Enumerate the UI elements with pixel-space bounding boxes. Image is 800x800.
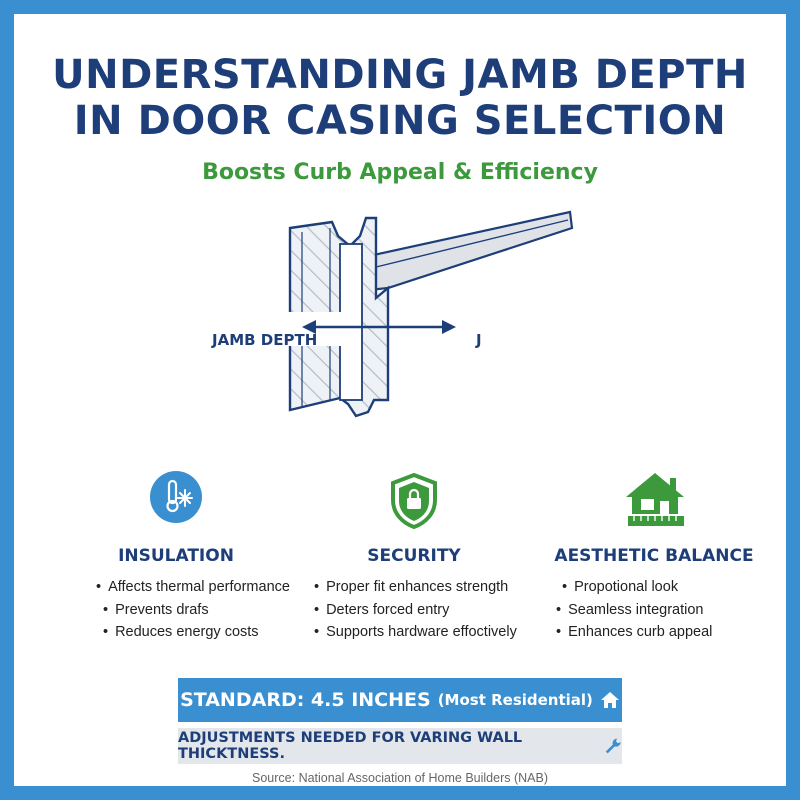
feature-bullets: Proper fit enhances strength Deters forc… bbox=[314, 576, 517, 644]
source-citation: Source: National Association of Home Bui… bbox=[252, 771, 548, 785]
feature-title: SECURITY bbox=[367, 546, 461, 566]
shield-lock-icon bbox=[391, 472, 437, 530]
home-icon bbox=[600, 692, 619, 708]
bullet-item: Proper fit enhances strength bbox=[314, 576, 517, 599]
adjustment-text: ADJUSTMENTS NEEDED FOR VARING WALL THICK… bbox=[178, 730, 523, 762]
title-line-1: UNDERSTANDING JAMB DEPTH bbox=[52, 52, 748, 98]
house-ruler-icon bbox=[626, 473, 684, 526]
standard-banner: STANDARD: 4.5 INCHES (Most Residential) bbox=[178, 678, 622, 722]
bullet-item: Affects thermal performance bbox=[96, 576, 290, 599]
casing-board bbox=[358, 210, 574, 292]
bullet-item: Supports hardware effoctively bbox=[314, 621, 517, 644]
feature-bullets: Propotional look Seamless integration En… bbox=[556, 576, 712, 644]
standard-note: (Most Residential) bbox=[437, 691, 593, 709]
jamb-depth-label: JAMB DEPTH bbox=[212, 331, 318, 349]
bullet-item: Propotional look bbox=[556, 576, 712, 599]
page-subtitle: Boosts Curb Appeal & Efficiency bbox=[202, 160, 598, 185]
page-title: UNDERSTANDING JAMB DEPTH IN DOOR CASING … bbox=[28, 52, 772, 144]
bullet-item: Deters forced entry bbox=[314, 599, 517, 622]
title-line-2: IN DOOR CASING SELECTION bbox=[73, 98, 727, 144]
standard-value: STANDARD: 4.5 INCHES bbox=[180, 689, 431, 711]
adjustment-banner: ADJUSTMENTS NEEDED FOR VARING WALL THICK… bbox=[178, 728, 622, 764]
feature-bullets: Affects thermal performance Prevents dra… bbox=[96, 576, 290, 644]
bullet-item: Reduces energy costs bbox=[96, 621, 290, 644]
feature-title: AESTHETIC BALANCE bbox=[554, 546, 754, 566]
wrench-icon bbox=[605, 738, 621, 754]
bullet-item: Enhances curb appeal bbox=[556, 621, 712, 644]
bullet-item: Prevents drafs bbox=[96, 599, 290, 622]
bullet-item: Seamless integration bbox=[556, 599, 712, 622]
jamb-depth-arrow bbox=[302, 320, 456, 334]
jamb-diagram bbox=[288, 210, 574, 418]
feature-title: INSULATION bbox=[118, 546, 234, 566]
jamb-end-label: J bbox=[476, 331, 482, 349]
thermometer-snowflake-icon bbox=[150, 471, 202, 523]
